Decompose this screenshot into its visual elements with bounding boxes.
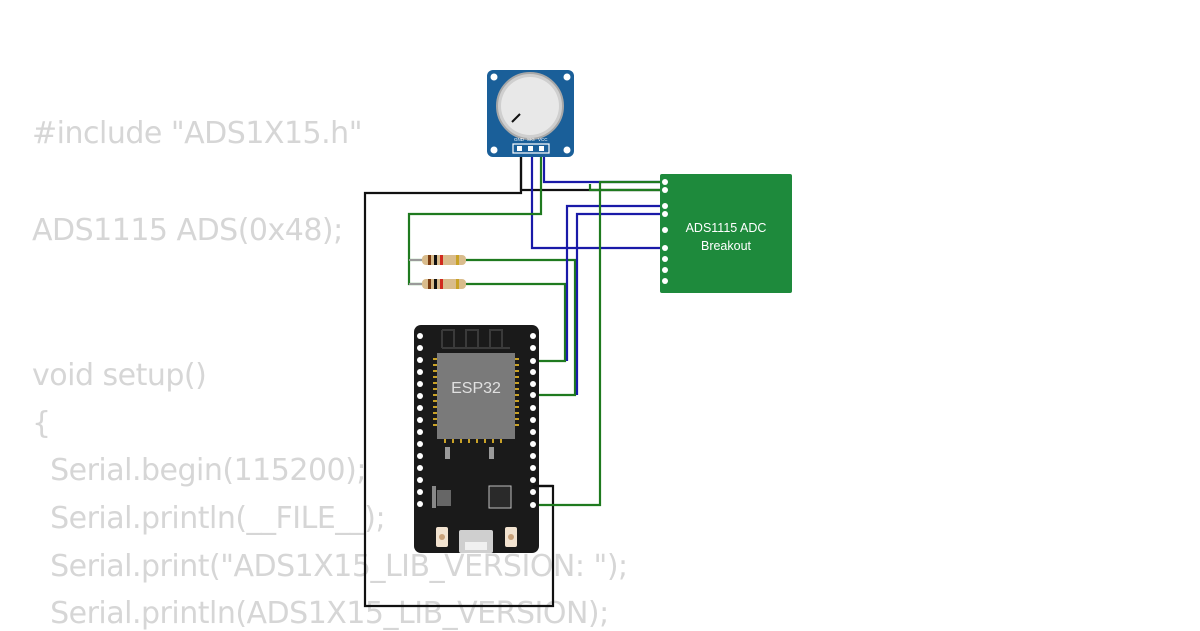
mount-hole: [563, 73, 571, 81]
code-line: Serial.begin(115200);: [32, 453, 366, 488]
mount-hole: [490, 146, 498, 154]
esp32-label: ESP32: [451, 380, 501, 397]
module-pads: [433, 358, 519, 443]
mount-hole: [490, 73, 498, 81]
adc-pin-vdd[interactable]: [662, 179, 668, 185]
resistor-2[interactable]: [409, 279, 466, 289]
pin-label-vcc: VCC: [538, 137, 548, 142]
esp32-board[interactable]: ESP32: [414, 325, 539, 553]
pin-vcc[interactable]: [539, 146, 544, 151]
adc-pin-a3[interactable]: [662, 278, 668, 284]
ads1115-breakout[interactable]: ADS1115 ADC Breakout: [660, 174, 792, 293]
adc-pin-addr[interactable]: [662, 227, 668, 233]
code-line: void setup(): [32, 358, 207, 393]
code-line: Serial.println(ADS1X15_LIB_VERSION);: [32, 596, 609, 631]
adc-pin-a1[interactable]: [662, 256, 668, 262]
adc-pin-scl[interactable]: [662, 203, 668, 209]
adc-pin-gnd[interactable]: [662, 187, 668, 193]
code-line: #include "ADS1X15.h": [32, 116, 363, 151]
resistor-band: [440, 279, 443, 289]
code-line: Serial.println(__FILE__);: [32, 501, 386, 536]
resistor-band: [428, 255, 431, 265]
wire-pot-sig-blue[interactable]: [530, 148, 665, 250]
wire-blue-adc-sda[interactable]: [565, 204, 665, 361]
micro-usb-inner: [465, 542, 487, 550]
regulator-tab: [432, 486, 436, 508]
wire-green-res1-esp[interactable]: [466, 258, 577, 397]
adc-label-line2: Breakout: [701, 239, 752, 253]
code-line: Serial.print("ADS1X15_LIB_VERSION: ");: [32, 549, 628, 584]
wire-green-res2-esp[interactable]: [466, 282, 567, 363]
resistor-band: [456, 279, 459, 289]
resistor-body: [422, 255, 466, 265]
knob-indicator: [511, 113, 521, 123]
wire-blue-adc-scl[interactable]: [575, 212, 665, 395]
reset-button-cap: [508, 534, 514, 540]
resistor-body: [422, 279, 466, 289]
wire-green-adc-vdd[interactable]: [533, 180, 665, 507]
esp32-bottom-pads: [445, 447, 494, 459]
resistor-band: [434, 279, 437, 289]
pin-sig[interactable]: [528, 146, 533, 151]
resistor-band: [428, 279, 431, 289]
resistor-1[interactable]: [409, 255, 466, 265]
resistor-band: [456, 255, 459, 265]
pin-label-gnd: GND: [514, 137, 525, 142]
mount-hole: [563, 146, 571, 154]
esp32-left-pins: [417, 333, 423, 507]
adc-label-line1: ADS1115 ADC: [686, 221, 767, 235]
adc-board: [660, 174, 792, 293]
boot-button-cap: [439, 534, 445, 540]
antenna-trace: [441, 329, 510, 349]
potentiometer-knob[interactable]: [501, 77, 559, 135]
esp32-module-shield: [437, 353, 515, 439]
adc-pin-a2[interactable]: [662, 267, 668, 273]
resistor-band: [440, 255, 443, 265]
wire-green-adc-gnd[interactable]: [588, 184, 665, 192]
potentiometer[interactable]: GND SIG VCC: [487, 70, 574, 157]
code-line: {: [32, 406, 51, 441]
adc-pin-a0[interactable]: [662, 245, 668, 251]
esp32-right-pins: [530, 333, 536, 508]
voltage-regulator: [437, 490, 451, 506]
code-line: ADS1115 ADS(0x48);: [32, 213, 343, 248]
pin-label-sig: SIG: [527, 137, 535, 142]
resistor-band: [434, 255, 437, 265]
wires: [363, 148, 665, 608]
pin-header: [512, 143, 550, 154]
usb-serial-chip: [488, 485, 512, 509]
code-background: #include "ADS1X15.h" ADS1115 ADS(0x48); …: [32, 0, 832, 631]
pin-gnd[interactable]: [517, 146, 522, 151]
adc-pin-sda[interactable]: [662, 211, 668, 217]
